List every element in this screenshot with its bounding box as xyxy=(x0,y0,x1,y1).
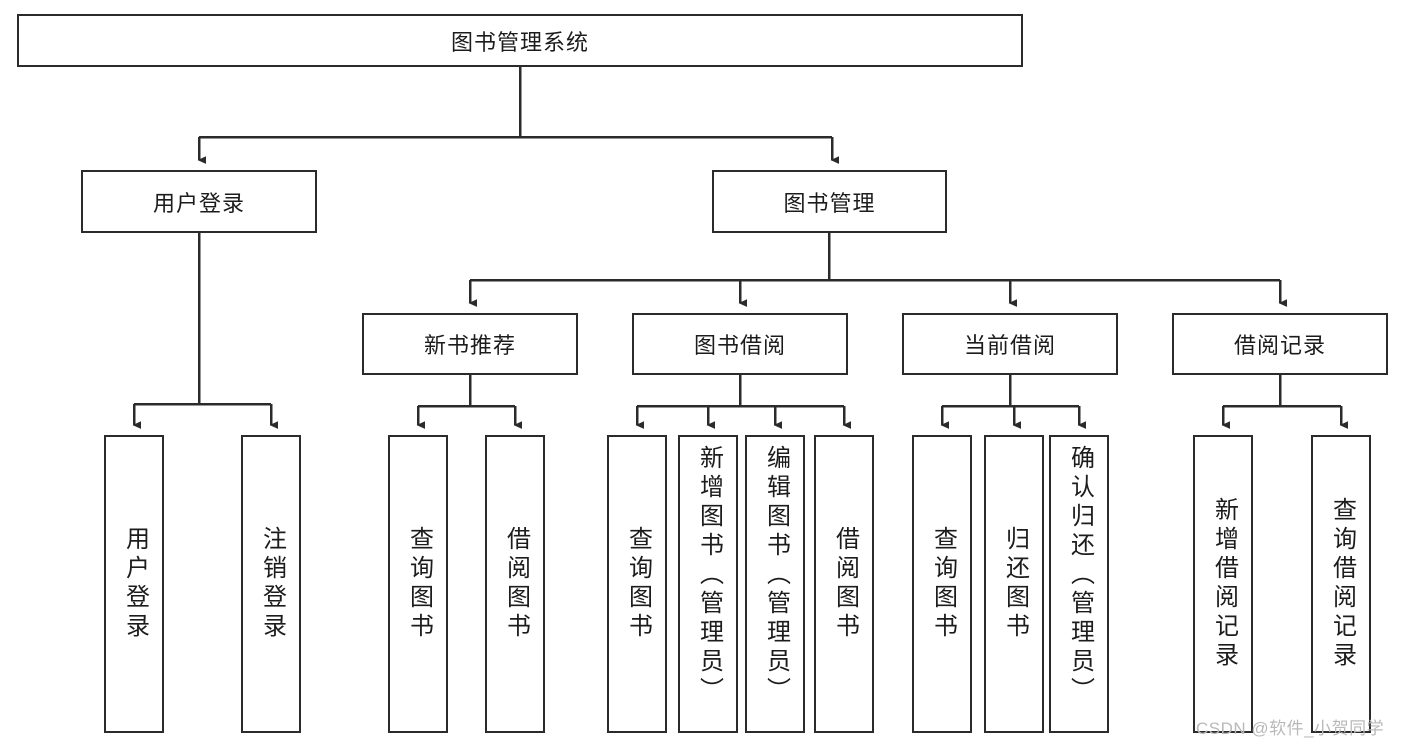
node-current-borrow[interactable]: 当前借阅 xyxy=(902,313,1118,375)
node-leaf-borrow-book-2-label: 借阅图书 xyxy=(831,526,859,642)
node-leaf-query-record[interactable]: 查询借阅记录 xyxy=(1311,435,1371,733)
node-leaf-add-book-label: 新增图书（管理员） xyxy=(695,445,723,706)
node-book-manage[interactable]: 图书管理 xyxy=(712,170,947,233)
node-book-borrow-label: 图书借阅 xyxy=(693,333,786,358)
node-book-borrow[interactable]: 图书借阅 xyxy=(632,313,848,375)
node-leaf-query-book-3-label: 查询图书 xyxy=(929,526,957,642)
node-leaf-return-book[interactable]: 归还图书 xyxy=(984,435,1044,733)
node-leaf-add-record-label: 新增借阅记录 xyxy=(1210,497,1238,671)
node-leaf-return-book-label: 归还图书 xyxy=(1001,526,1029,642)
node-user-login[interactable]: 用户登录 xyxy=(81,170,317,233)
node-leaf-borrow-book-1-label: 借阅图书 xyxy=(502,526,530,642)
node-new-book-rec[interactable]: 新书推荐 xyxy=(362,313,578,375)
node-leaf-edit-book-label: 编辑图书（管理员） xyxy=(762,445,790,706)
node-leaf-query-book-2[interactable]: 查询图书 xyxy=(607,435,667,733)
node-leaf-borrow-book-1[interactable]: 借阅图书 xyxy=(485,435,545,733)
node-leaf-edit-book[interactable]: 编辑图书（管理员） xyxy=(745,435,805,733)
node-leaf-add-record[interactable]: 新增借阅记录 xyxy=(1193,435,1253,733)
node-current-borrow-label: 当前借阅 xyxy=(963,333,1056,358)
node-leaf-add-book[interactable]: 新增图书（管理员） xyxy=(678,435,738,733)
node-leaf-confirm-return-label: 确认归还（管理员） xyxy=(1066,445,1094,706)
node-borrow-record-label: 借阅记录 xyxy=(1233,333,1326,358)
node-leaf-query-record-label: 查询借阅记录 xyxy=(1328,497,1356,671)
node-user-login-label: 用户登录 xyxy=(152,190,245,216)
node-leaf-user-login[interactable]: 用户登录 xyxy=(104,435,164,733)
watermark-text: CSDN @软件_小贺同学 xyxy=(1196,719,1385,738)
node-book-manage-label: 图书管理 xyxy=(783,190,876,216)
node-leaf-query-book-2-label: 查询图书 xyxy=(624,526,652,642)
node-leaf-user-login-label: 用户登录 xyxy=(121,526,149,642)
node-leaf-borrow-book-2[interactable]: 借阅图书 xyxy=(814,435,874,733)
node-new-book-rec-label: 新书推荐 xyxy=(423,333,516,358)
node-borrow-record[interactable]: 借阅记录 xyxy=(1172,313,1388,375)
node-leaf-confirm-return[interactable]: 确认归还（管理员） xyxy=(1049,435,1109,733)
node-leaf-query-book-1[interactable]: 查询图书 xyxy=(388,435,448,733)
node-root-label: 图书管理系统 xyxy=(450,29,589,55)
node-root[interactable]: 图书管理系统 xyxy=(17,14,1023,67)
node-leaf-user-logout-label: 注销登录 xyxy=(258,526,286,642)
node-leaf-query-book-3[interactable]: 查询图书 xyxy=(912,435,972,733)
node-leaf-user-logout[interactable]: 注销登录 xyxy=(241,435,301,733)
node-leaf-query-book-1-label: 查询图书 xyxy=(405,526,433,642)
